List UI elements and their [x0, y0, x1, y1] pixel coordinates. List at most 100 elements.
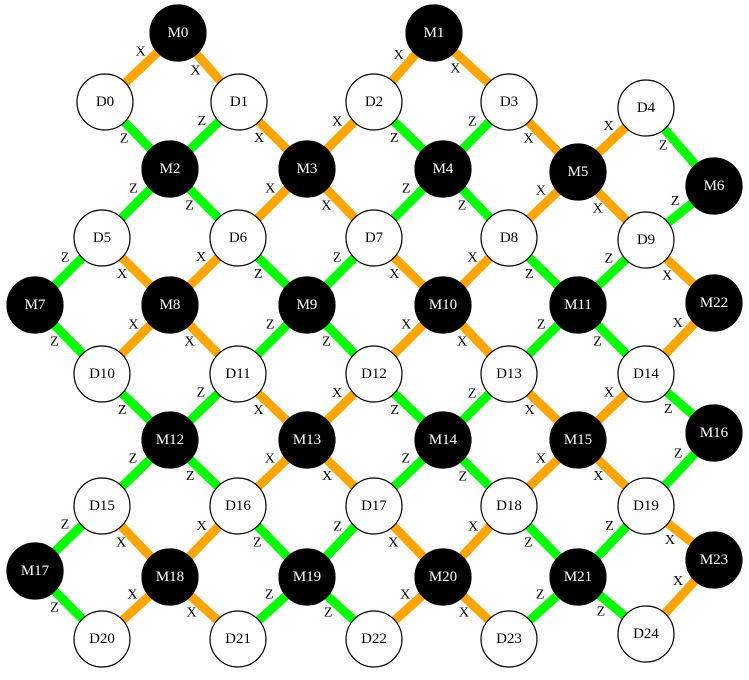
node-label: D0	[96, 94, 114, 110]
edge-label-D0-M2: Z	[120, 132, 129, 147]
measure-node-m7: M7	[6, 276, 64, 334]
data-node-d24: D24	[617, 605, 675, 663]
edge-label-D18-M21: Z	[524, 536, 533, 551]
measure-node-m19: M19	[278, 548, 336, 606]
measure-node-m11: M11	[549, 276, 607, 334]
node-label: D12	[361, 366, 387, 382]
node-circle	[405, 4, 463, 62]
edge-label-D7-M9: Z	[333, 250, 342, 265]
node-label: M21	[564, 569, 592, 585]
node-label: D15	[89, 498, 115, 514]
node-label: M8	[160, 297, 181, 313]
node-circle	[141, 140, 199, 198]
node-label: D18	[496, 498, 522, 514]
edge-label-M12-D16: Z	[186, 469, 195, 484]
node-circle	[73, 610, 131, 668]
edge-label-D1-M3: X	[254, 131, 264, 146]
edge-label-D8-M10: X	[467, 251, 477, 266]
node-circle	[480, 610, 538, 668]
edge-label-D1-M2: Z	[198, 114, 207, 129]
edge-label-M11-D13: Z	[537, 317, 546, 332]
edge-label-M7-D10: Z	[50, 335, 59, 350]
measure-node-m8: M8	[141, 276, 199, 334]
node-circle	[149, 4, 207, 62]
edge-label-D17-M19: Z	[334, 519, 343, 534]
measure-node-m4: M4	[414, 140, 472, 198]
node-label: D24	[633, 626, 659, 642]
edge-label-M12-D15: Z	[129, 452, 138, 467]
node-circle	[278, 411, 336, 469]
edge-label-M1-D3: X	[450, 61, 460, 76]
node-label: M4	[433, 161, 454, 177]
edge-label-M20-D22: X	[400, 587, 410, 602]
measure-node-m21: M21	[549, 548, 607, 606]
node-circle	[141, 276, 199, 334]
node-circle	[6, 542, 64, 600]
node-circle	[73, 209, 131, 267]
edge-label-D13-M15: X	[525, 403, 535, 418]
data-node-d4: D4	[617, 79, 675, 137]
edge-label-M4-D7: Z	[402, 181, 411, 196]
edge-label-M21-D24: Z	[597, 604, 606, 619]
edge-label-M3-D6: X	[265, 181, 275, 196]
node-label: M19	[293, 569, 321, 585]
edge-label-M9-D12: Z	[322, 335, 331, 350]
node-label: D10	[89, 366, 115, 382]
node-label: M1	[424, 25, 445, 41]
data-node-d2: D2	[345, 73, 403, 131]
data-node-d0: D0	[76, 73, 134, 131]
edge-label-D6-M9: Z	[254, 267, 263, 282]
node-label: M7	[25, 297, 46, 313]
edge-label-D17-M20: X	[388, 536, 398, 551]
measure-node-m3: M3	[278, 140, 336, 198]
node-label: D9	[637, 232, 655, 248]
edge-label-M22-D14: X	[673, 316, 683, 331]
node-label: D6	[229, 230, 248, 246]
edge-label-D9-M22: X	[662, 269, 672, 284]
edge-label-D5-M7: Z	[61, 250, 70, 265]
node-circle	[209, 345, 267, 403]
data-node-d19: D19	[617, 477, 675, 535]
data-node-d5: D5	[73, 209, 131, 267]
data-node-d3: D3	[480, 73, 538, 131]
node-circle	[480, 209, 538, 267]
node-circle	[549, 548, 607, 606]
edge-label-D3-M5: X	[523, 131, 533, 146]
node-label: M0	[168, 25, 189, 41]
node-circle	[549, 143, 607, 201]
node-circle	[685, 404, 743, 462]
node-circle	[278, 276, 336, 334]
edge-label-D15-M17: Z	[61, 518, 70, 533]
node-circle	[617, 79, 675, 137]
edge-label-M15-D19: X	[593, 469, 603, 484]
node-label: D2	[365, 94, 383, 110]
node-circle	[617, 211, 675, 269]
node-label: D19	[633, 498, 659, 514]
data-node-d18: D18	[480, 477, 538, 535]
edge-label-M19-D21: Z	[265, 587, 274, 602]
node-label: M6	[704, 178, 725, 194]
edge-label-D16-M18: X	[197, 519, 207, 534]
node-label: M14	[429, 432, 458, 448]
data-node-d11: D11	[209, 345, 267, 403]
edge-label-D13-M14: Z	[468, 386, 477, 401]
measure-node-m17: M17	[6, 542, 64, 600]
node-circle	[480, 345, 538, 403]
node-label: D7	[365, 230, 384, 246]
data-node-d1: D1	[210, 73, 268, 131]
data-node-d17: D17	[345, 477, 403, 535]
edge-label-D14-M15: X	[604, 386, 614, 401]
node-label: D4	[637, 100, 656, 116]
data-node-d10: D10	[73, 345, 131, 403]
node-circle	[685, 274, 743, 332]
node-label: D8	[500, 230, 518, 246]
edge-label-M5-D8: X	[536, 184, 546, 199]
edge-label-D2-M4: Z	[390, 131, 399, 146]
measure-node-m22: M22	[685, 274, 743, 332]
edge-label-M17-D20: Z	[50, 600, 59, 615]
node-circle	[76, 73, 134, 131]
measure-node-m23: M23	[685, 531, 743, 589]
edge-label-D3-M4: Z	[468, 115, 477, 130]
measure-node-m5: M5	[549, 143, 607, 201]
